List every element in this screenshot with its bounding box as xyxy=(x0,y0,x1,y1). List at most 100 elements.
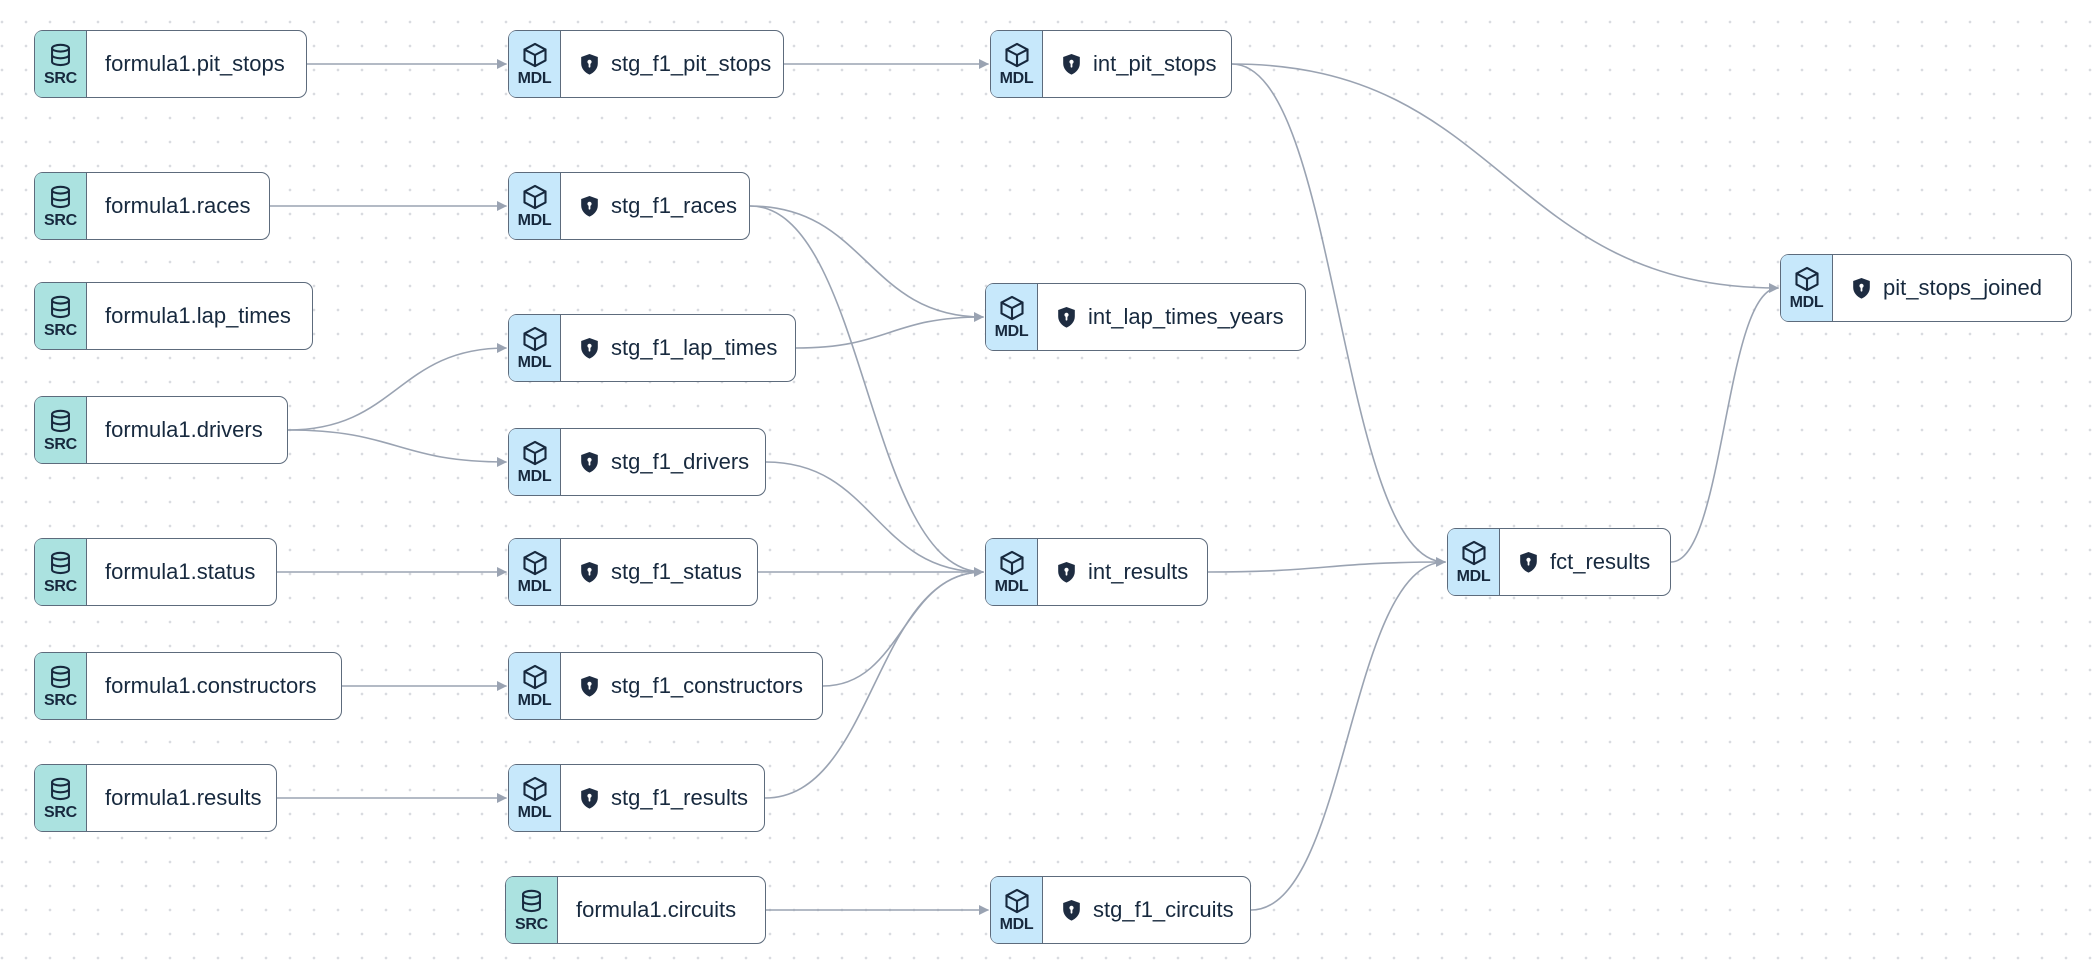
node-name: stg_f1_circuits xyxy=(1043,877,1254,943)
node-fct_results[interactable]: MDL fct_results xyxy=(1447,528,1671,596)
node-label: stg_f1_pit_stops xyxy=(611,51,772,76)
model-type-badge: MDL xyxy=(509,173,561,239)
badge-label: MDL xyxy=(517,692,552,709)
badge-label: MDL xyxy=(994,578,1029,595)
node-stg_f1_constructors[interactable]: MDL stg_f1_constructors xyxy=(508,652,823,720)
arrowhead-icon xyxy=(979,59,989,69)
arrowhead-icon xyxy=(497,457,507,467)
badge-label: MDL xyxy=(517,468,552,485)
badge-label: MDL xyxy=(999,916,1034,933)
edge-int_pit_stops-to-fct_results xyxy=(1231,63,1446,563)
badge-label: MDL xyxy=(517,804,552,821)
database-icon xyxy=(47,42,74,69)
badge-label: SRC xyxy=(515,915,548,933)
node-name: formula1.circuits xyxy=(558,877,765,943)
node-name: formula1.lap_times xyxy=(87,283,312,349)
node-label: stg_f1_lap_times xyxy=(611,335,778,360)
database-icon xyxy=(47,550,74,577)
node-formula1.lap_times[interactable]: SRC formula1.lap_times xyxy=(34,282,313,350)
model-type-badge: MDL xyxy=(1781,255,1833,321)
node-label: int_results xyxy=(1088,559,1189,584)
node-name: fct_results xyxy=(1500,529,1670,595)
shield-lock-icon xyxy=(579,53,600,76)
badge-label: MDL xyxy=(517,354,552,371)
node-formula1.status[interactable]: SRC formula1.status xyxy=(34,538,277,606)
cube-icon xyxy=(521,325,549,353)
badge-label: SRC xyxy=(44,321,77,339)
database-icon xyxy=(518,888,545,915)
shield-lock-icon xyxy=(1061,53,1082,76)
shield-lock-icon xyxy=(579,451,600,474)
arrowhead-icon xyxy=(497,793,507,803)
node-label: stg_f1_drivers xyxy=(611,449,750,474)
source-type-badge: SRC xyxy=(35,173,87,239)
badge-label: MDL xyxy=(994,323,1029,340)
node-name: stg_f1_races xyxy=(561,173,757,239)
shield-lock-icon xyxy=(1056,306,1077,329)
node-stg_f1_circuits[interactable]: MDL stg_f1_circuits xyxy=(990,876,1251,944)
node-name: stg_f1_drivers xyxy=(561,429,769,495)
model-type-badge: MDL xyxy=(509,653,561,719)
node-label: formula1.circuits xyxy=(576,897,737,922)
node-label: fct_results xyxy=(1550,549,1651,574)
database-icon xyxy=(47,294,74,321)
node-name: formula1.status xyxy=(87,539,276,605)
badge-label: MDL xyxy=(517,578,552,595)
node-name: int_results xyxy=(1038,539,1208,605)
node-label: int_lap_times_years xyxy=(1088,304,1284,329)
node-stg_f1_drivers[interactable]: MDL stg_f1_drivers xyxy=(508,428,766,496)
badge-label: SRC xyxy=(44,803,77,821)
badge-label: MDL xyxy=(517,70,552,87)
node-label: formula1.lap_times xyxy=(105,303,291,328)
node-name: formula1.drivers xyxy=(87,397,287,463)
node-label: stg_f1_circuits xyxy=(1093,897,1234,922)
node-name: formula1.pit_stops xyxy=(87,31,306,97)
shield-lock-icon xyxy=(579,195,600,218)
database-icon xyxy=(47,664,74,691)
node-name: stg_f1_lap_times xyxy=(561,315,797,381)
cube-icon xyxy=(521,183,549,211)
arrowhead-icon xyxy=(497,567,507,577)
node-int_lap_times_years[interactable]: MDL int_lap_times_years xyxy=(985,283,1306,351)
shield-lock-icon xyxy=(1061,899,1082,922)
edge-formula1.drivers-to-stg_f1_lap_times xyxy=(287,347,507,431)
badge-label: MDL xyxy=(1789,294,1824,311)
model-type-badge: MDL xyxy=(509,539,561,605)
source-type-badge: SRC xyxy=(35,765,87,831)
edge-fct_results-to-pit_stops_joined xyxy=(1670,287,1779,563)
database-icon xyxy=(47,776,74,803)
node-formula1.drivers[interactable]: SRC formula1.drivers xyxy=(34,396,288,464)
badge-label: SRC xyxy=(44,435,77,453)
edge-stg_f1_lap_times-to-int_lap_times_years xyxy=(795,316,984,349)
node-stg_f1_lap_times[interactable]: MDL stg_f1_lap_times xyxy=(508,314,796,382)
edge-stg_f1_drivers-to-int_results xyxy=(765,461,984,573)
node-name: stg_f1_constructors xyxy=(561,653,823,719)
arrowhead-icon xyxy=(979,905,989,915)
node-int_results[interactable]: MDL int_results xyxy=(985,538,1208,606)
node-name: stg_f1_results xyxy=(561,765,768,831)
edge-stg_f1_circuits-to-fct_results xyxy=(1250,561,1446,911)
source-type-badge: SRC xyxy=(506,877,558,943)
arrowhead-icon xyxy=(497,681,507,691)
model-type-badge: MDL xyxy=(1448,529,1500,595)
node-name: stg_f1_status xyxy=(561,539,762,605)
edge-stg_f1_races-to-int_results xyxy=(749,205,984,573)
source-type-badge: SRC xyxy=(35,397,87,463)
arrowhead-icon xyxy=(974,567,984,577)
cube-icon xyxy=(998,549,1026,577)
node-name: formula1.results xyxy=(87,765,282,831)
cube-icon xyxy=(1003,41,1031,69)
node-stg_f1_pit_stops[interactable]: MDL stg_f1_pit_stops xyxy=(508,30,784,98)
node-stg_f1_results[interactable]: MDL stg_f1_results xyxy=(508,764,765,832)
badge-label: SRC xyxy=(44,577,77,595)
node-formula1.circuits[interactable]: SRC formula1.circuits xyxy=(505,876,766,944)
